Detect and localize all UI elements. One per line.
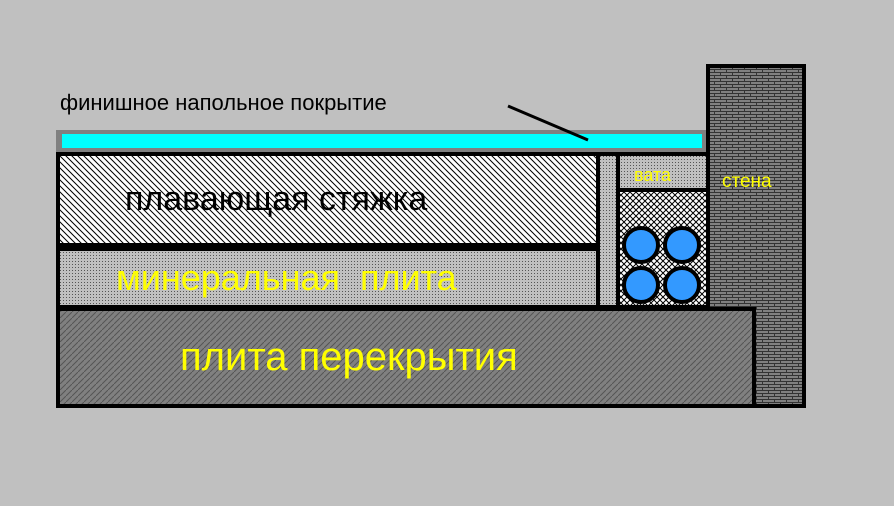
pipe-icon bbox=[622, 266, 660, 304]
finish-label: финишное напольное покрытие bbox=[60, 90, 387, 115]
mineral-label: минеральная плита bbox=[116, 257, 458, 298]
wool-label: вата bbox=[634, 165, 672, 185]
wall-label: стена bbox=[722, 171, 772, 192]
leader-line bbox=[507, 104, 589, 142]
pipes bbox=[622, 226, 701, 304]
pipe-icon bbox=[663, 266, 701, 304]
floating-screed bbox=[56, 152, 600, 247]
floor-slab bbox=[56, 307, 756, 408]
slab-label: плита перекрытия bbox=[180, 335, 518, 379]
pipe-icon bbox=[622, 226, 660, 264]
edge-strip bbox=[596, 152, 620, 309]
finish-floor-layer bbox=[56, 130, 708, 152]
screed-label: плавающая стяжка bbox=[125, 180, 427, 218]
wool-box bbox=[616, 152, 710, 192]
pipe-icon bbox=[663, 226, 701, 264]
